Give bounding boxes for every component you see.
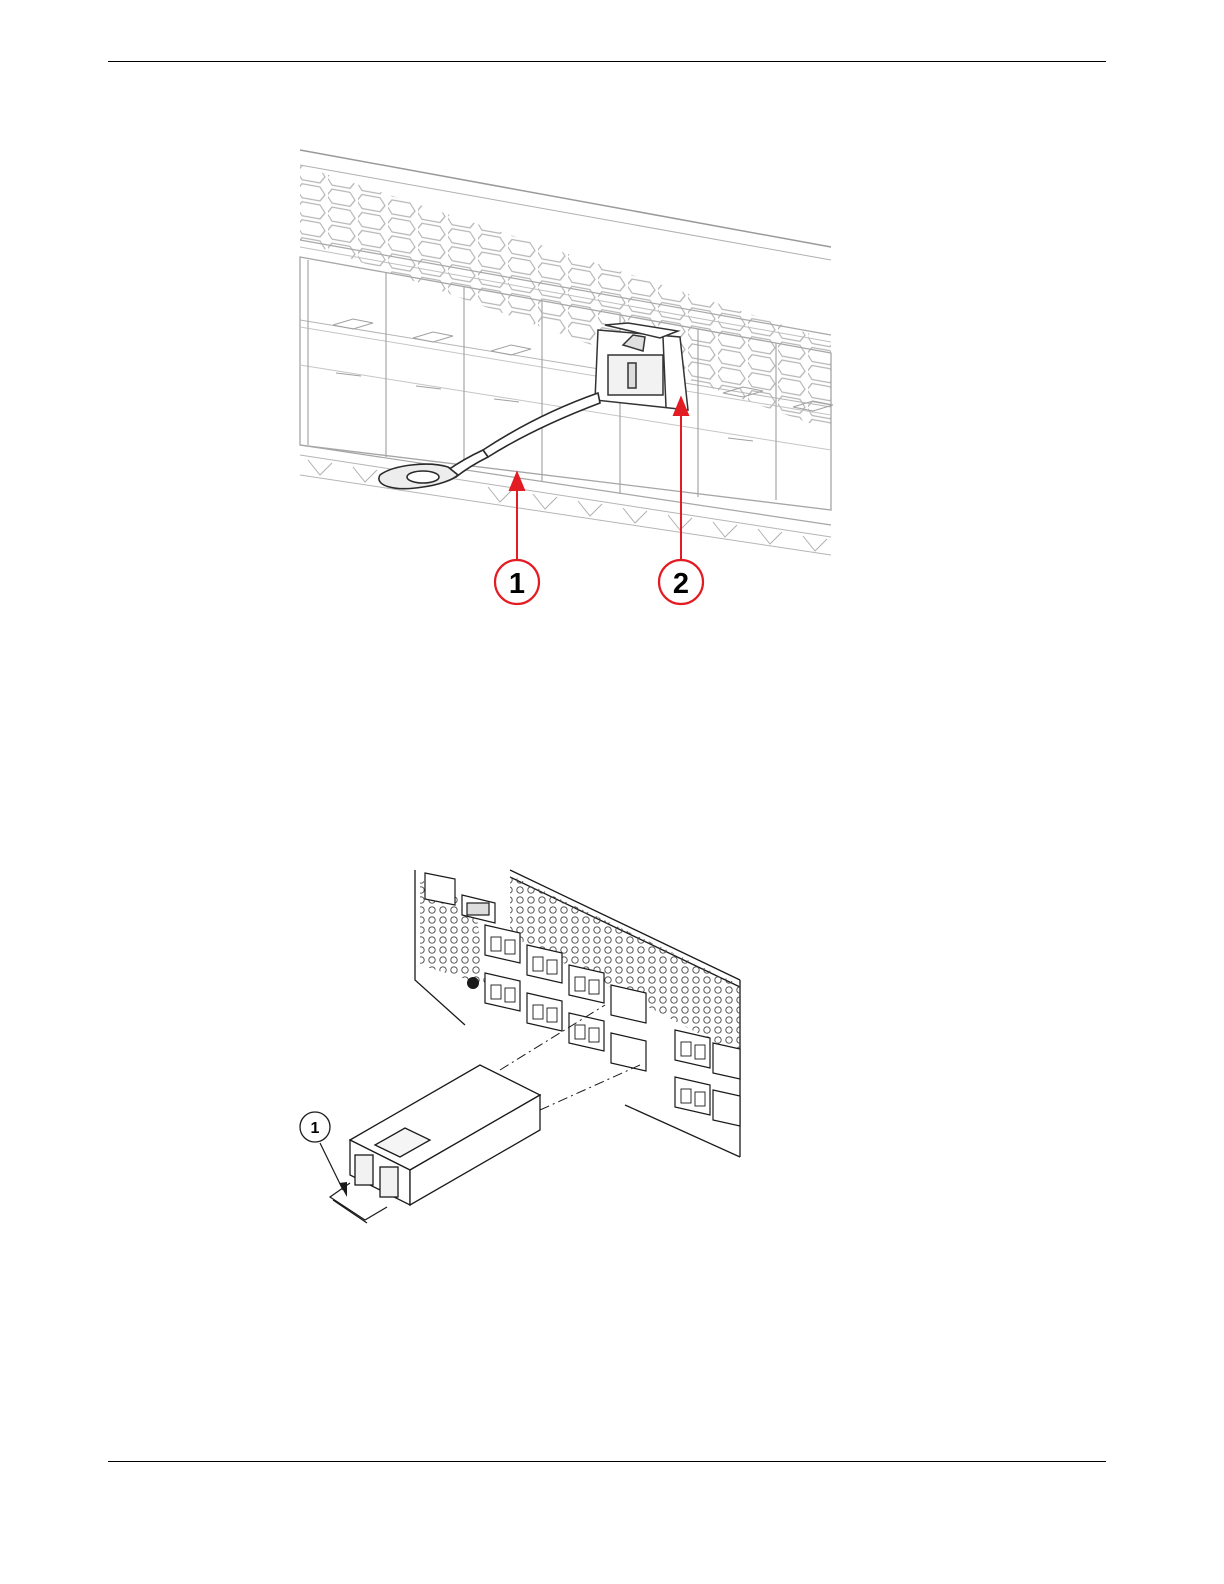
qsfp-transceiver-illustration: 1 2	[298, 145, 833, 610]
sfp-transceiver-insertion-illustration: 1	[295, 865, 745, 1237]
footer-rule	[108, 1461, 1106, 1462]
header-rule	[108, 61, 1106, 62]
callout-label-2: 2	[673, 568, 689, 600]
callout-label-1: 1	[509, 568, 525, 600]
callout-label-1b: 1	[311, 1120, 320, 1137]
